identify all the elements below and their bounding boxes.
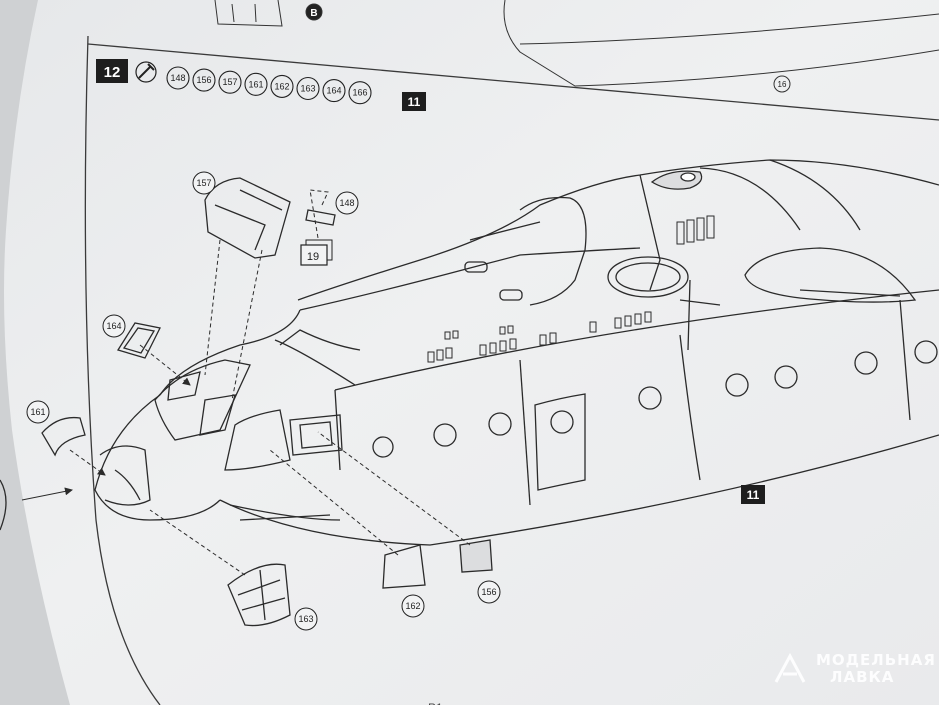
callout-19-label: 19 <box>307 251 319 263</box>
parts-list-circle <box>270 74 294 98</box>
shop-logo-icon <box>774 652 806 683</box>
paper-page <box>4 0 939 705</box>
callout-148-label: 148 <box>339 198 354 208</box>
parts-list-circle <box>192 68 216 92</box>
step-frame-left <box>84 35 161 705</box>
watermark-line-2: ЛАВКА <box>830 668 895 686</box>
callout-161: 161 <box>26 400 50 424</box>
previous-step-remnant <box>214 0 939 87</box>
parts-list-item: 156 <box>196 75 211 85</box>
step-number: 12 <box>104 64 121 81</box>
callout-161-label: 161 <box>30 407 45 417</box>
parts-list-item: 164 <box>326 86 341 96</box>
watermark: МОДЕЛЬНАЯ ЛАВКА <box>772 652 936 686</box>
callout-16-label: 16 <box>778 80 787 89</box>
fuselage-drawing <box>0 159 939 546</box>
cement-glue-icon <box>135 61 157 83</box>
parts-list-circle <box>166 66 190 90</box>
callout-157-label: 157 <box>196 178 211 188</box>
subassembly-ref-box <box>402 92 426 111</box>
callout-148: 148 <box>335 191 359 215</box>
step-header: 12 148 156 157 161 162 163 164 166 11 <box>96 59 426 111</box>
callout-subassembly-11: 11 <box>741 485 765 504</box>
parts-list-item: 166 <box>352 88 367 98</box>
part-156 <box>459 539 493 573</box>
callout-162-label: 162 <box>405 601 420 611</box>
parts-list-circle <box>348 81 372 105</box>
step-frame-top <box>87 43 939 121</box>
loose-parts <box>41 177 493 627</box>
callout-156: 156 <box>477 580 501 604</box>
callout-156-label: 156 <box>481 587 496 597</box>
parts-list-circle <box>296 76 320 101</box>
callout-b: B <box>310 8 317 19</box>
callout-164: 164 <box>102 314 126 338</box>
callout-157: 157 <box>192 171 216 195</box>
callout-162: 162 <box>401 594 425 618</box>
callout-b-circle <box>305 3 323 21</box>
parts-list-circle <box>244 72 268 96</box>
parts-list-item: 148 <box>170 73 185 83</box>
callout-19: 19 <box>300 239 333 266</box>
callout-16: 16 <box>773 75 791 93</box>
subassembly-ref: 11 <box>408 95 421 109</box>
part-162 <box>382 544 426 589</box>
callout-subassembly-11-label: 11 <box>747 488 760 502</box>
parts-list-circle <box>218 70 242 94</box>
parts-list-item: 162 <box>274 81 289 91</box>
step-number-box <box>96 59 128 83</box>
leader-lines <box>21 189 471 576</box>
callout-163-label: 163 <box>298 614 313 624</box>
parts-list-item: 157 <box>222 77 237 87</box>
parts-list-item: 163 <box>300 84 315 94</box>
part-148 <box>305 209 336 226</box>
parts-list-circle <box>322 79 346 103</box>
part-161 <box>41 416 86 457</box>
part-163 <box>227 563 291 627</box>
callout-163: 163 <box>294 607 318 631</box>
part-164 <box>116 322 161 359</box>
part-157 <box>204 177 291 259</box>
parts-list-item: 161 <box>248 79 263 89</box>
watermark-line-1: МОДЕЛЬНАЯ <box>816 651 936 669</box>
callout-164-label: 164 <box>106 321 121 331</box>
page-footer-fragment: P1 <box>428 701 443 705</box>
parts-list: 148 156 157 161 162 163 164 166 <box>166 66 372 105</box>
